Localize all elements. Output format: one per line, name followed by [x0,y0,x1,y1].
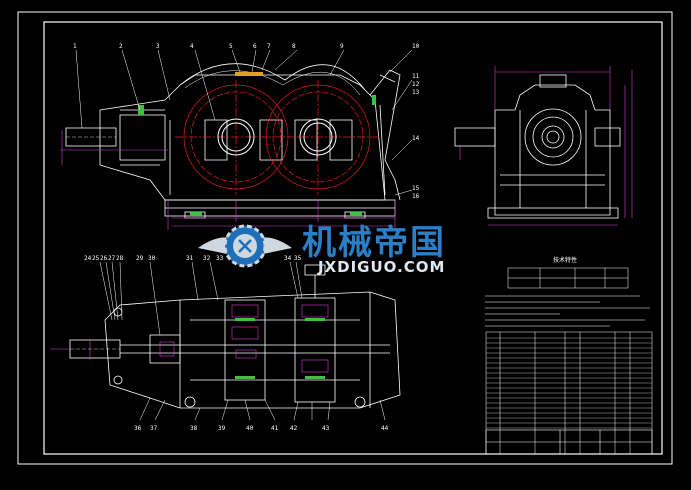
callout-labels-plan: 24 25 26 27 28 29 30 31 32 33 34 35 36 3… [84,255,389,432]
callout-41: 41 [271,425,279,432]
inner-frame [43,21,663,455]
spec-table-heading: 技术特性 [553,256,577,264]
callout-6: 6 [253,43,257,50]
callout-38: 38 [190,425,198,432]
callout-33: 33 [216,255,224,262]
callout-8: 8 [292,43,296,50]
callout-42: 42 [290,425,298,432]
watermark-logo: 机械帝国 JXDIGUO.COM [198,223,446,276]
section-hatches [138,72,376,216]
plan-view-hatches [235,318,325,379]
callout-28: 28 [116,255,124,262]
callout-14: 14 [412,135,420,142]
callout-44: 44 [381,425,389,432]
gear-pitch-circles [175,80,380,195]
callout-13: 13 [412,89,420,96]
leader-lines-plan [99,261,386,421]
callout-3: 3 [156,43,160,50]
callout-1: 1 [73,43,77,50]
callout-36: 36 [134,425,142,432]
callout-2: 2 [119,43,123,50]
callout-29: 29 [136,255,144,262]
callout-12: 12 [412,81,420,88]
callout-labels-top: 1 2 3 4 5 6 7 8 9 10 11 12 13 14 15 16 [73,43,420,200]
side-elevation-view [454,74,621,219]
callout-25: 25 [92,255,100,262]
callout-34: 34 [284,255,292,262]
gear-wing-emblem-icon [198,224,292,268]
callout-9: 9 [340,43,344,50]
callout-26: 26 [100,255,108,262]
dimension-lines-front [60,130,396,230]
callout-7: 7 [267,43,271,50]
parts-list-rows [486,337,652,429]
watermark-latin-text: JXDIGUO.COM [317,258,445,276]
plan-view-accents [50,304,329,373]
front-elevation-view [65,63,401,219]
callout-31: 31 [186,255,194,262]
callout-15: 15 [412,185,420,192]
callout-24: 24 [84,255,92,262]
callout-40: 40 [246,425,254,432]
callout-27: 27 [108,255,116,262]
technical-spec-table [507,267,629,289]
callout-30: 30 [148,255,156,262]
watermark-chinese-text: 机械帝国 [302,223,446,263]
technical-notes-lines [485,295,650,327]
callout-16: 16 [412,193,420,200]
leader-lines-front [75,49,413,196]
callout-39: 39 [218,425,226,432]
callout-43: 43 [322,425,330,432]
outer-frame [17,11,673,465]
callout-10: 10 [412,43,420,50]
callout-37: 37 [150,425,158,432]
dimension-lines-side [459,66,633,226]
callout-35: 35 [294,255,302,262]
callout-4: 4 [190,43,194,50]
callout-11: 11 [412,73,420,80]
callout-5: 5 [229,43,233,50]
title-block [485,429,653,455]
plan-view [69,264,401,409]
shaft-bores [217,118,337,156]
callout-32: 32 [203,255,211,262]
